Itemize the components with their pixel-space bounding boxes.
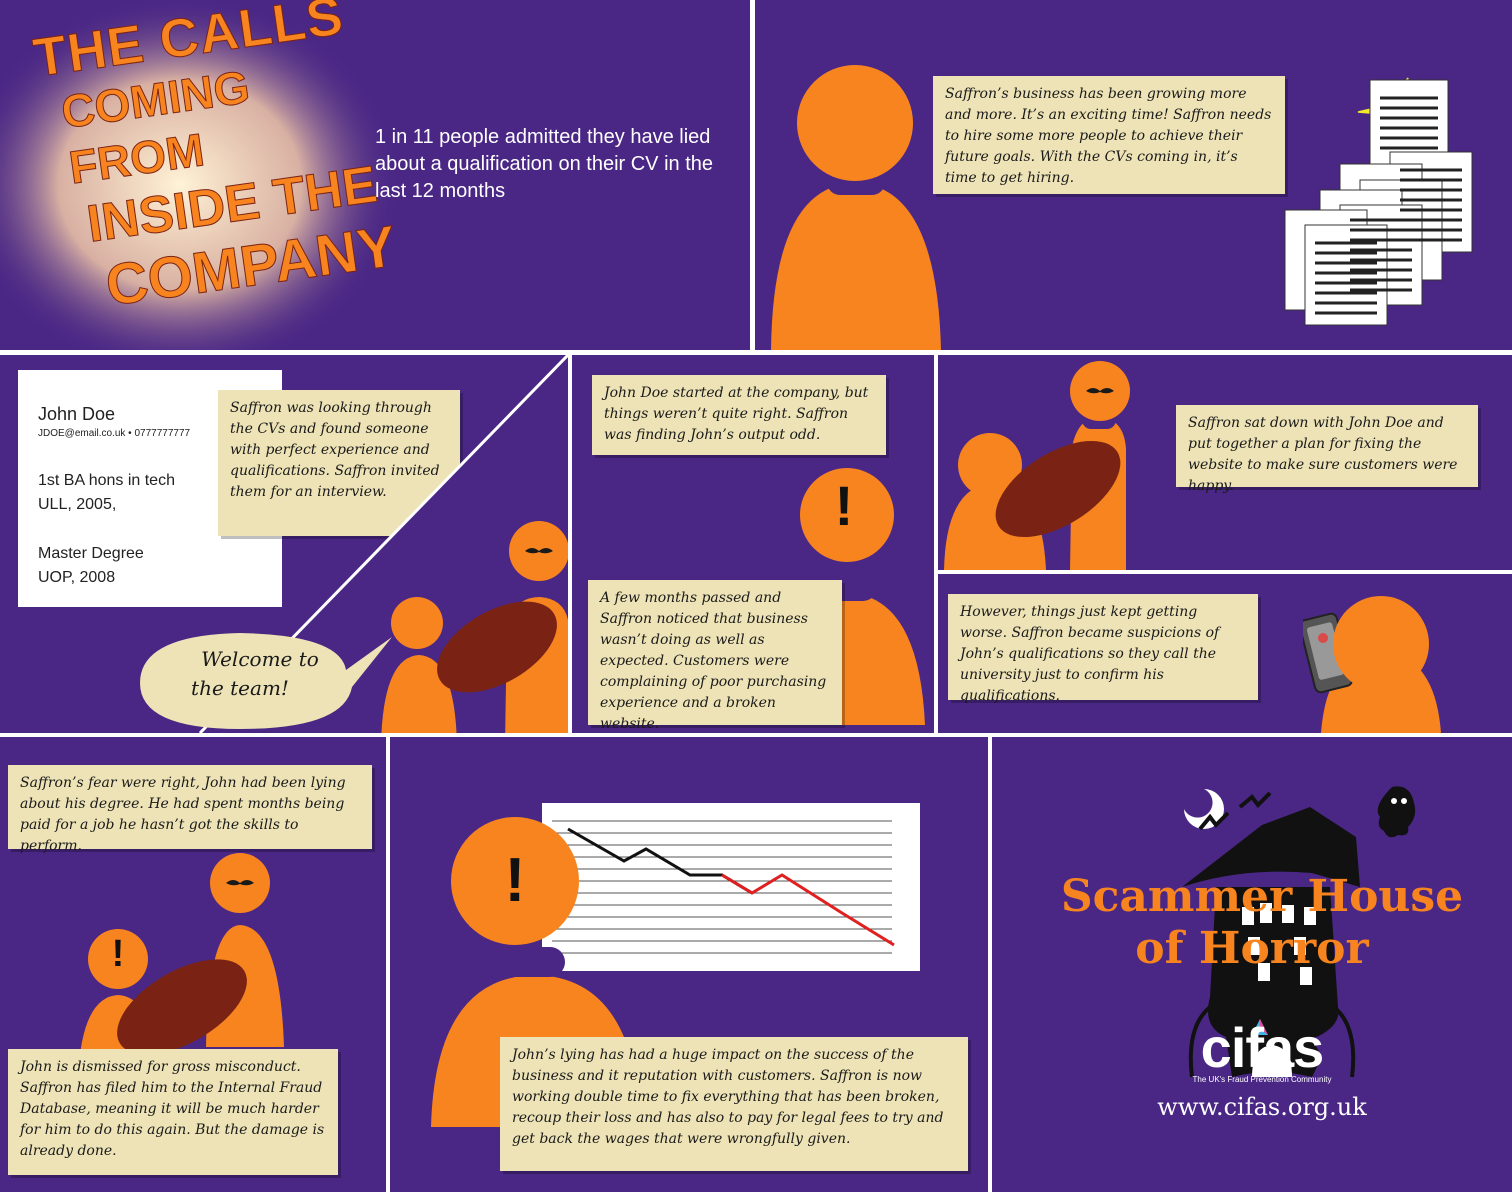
alert-mark: ! — [834, 474, 854, 537]
campaign-title-line-1: Scammer House — [1060, 871, 1464, 922]
cifas-logo: cifas — [1200, 1016, 1325, 1079]
interview-figures — [381, 521, 568, 733]
interview-caption: Saffron was looking through the CVs and … — [218, 390, 460, 536]
title-glow — [0, 0, 400, 350]
impact-alert-mark: ! — [504, 846, 526, 915]
call-caption: However, things just kept getting worse.… — [948, 594, 1258, 704]
cv-pile-icon — [1284, 77, 1473, 326]
cv-degree-2-school: UOP, 2008 — [38, 569, 116, 586]
speech-line-2: the team! — [191, 676, 289, 700]
start-panel: John Doe started at the company, but thi… — [572, 355, 934, 733]
cv-degree-1-school: ULL, 2005, — [38, 496, 117, 513]
speech-bubble — [140, 633, 392, 729]
cifas-logo-mark — [1250, 1017, 1270, 1037]
branding-panel: Scammer House of Horror cifas The UK's F… — [992, 737, 1512, 1192]
impact-caption: John’s lying has had a huge impact on th… — [500, 1037, 968, 1171]
cv-name: John Doe — [38, 404, 116, 424]
stat-text: 1 in 11 people admitted they have lied a… — [375, 126, 713, 202]
hiring-panel: Saffron’s business has been growing more… — [755, 0, 1512, 350]
fear-caption-top: Saffron’s fear were right, John had been… — [8, 765, 372, 854]
campaign-title-line-2: of Horror — [1135, 923, 1369, 974]
speech-line-1: Welcome to — [201, 647, 319, 671]
start-caption-top: John Doe started at the company, but thi… — [592, 375, 886, 455]
interview-panel: John Doe JDOE@email.co.uk • 0777777777 1… — [0, 355, 568, 733]
saffron-figure — [771, 65, 941, 350]
title-block: THE CALLS COMING FROM INSIDE THE COMPANY — [29, 0, 400, 325]
plan-figures — [944, 361, 1130, 570]
decline-chart — [542, 803, 920, 971]
impact-panel: ! John’s lying has had a huge impact on … — [390, 737, 988, 1192]
hiring-caption: Saffron’s business has been growing more… — [933, 76, 1285, 194]
cv-contact: JDOE@email.co.uk • 0777777777 — [38, 428, 191, 439]
cv-degree-1: 1st BA hons in tech — [38, 472, 175, 489]
dismissal-alert-mark: ! — [111, 933, 125, 975]
fear-panel: Saffron’s fear were right, John had been… — [0, 737, 386, 1192]
cv-degree-2: Master Degree — [38, 545, 144, 562]
fear-caption-bottom: John is dismissed for gross misconduct. … — [8, 1049, 338, 1175]
haunted-house-icon — [1182, 786, 1416, 1078]
plan-caption: Saffron sat down with John Doe and put t… — [1176, 405, 1478, 494]
dismissal-figures — [78, 853, 284, 1077]
title-panel: THE CALLS COMING FROM INSIDE THE COMPANY… — [0, 0, 750, 350]
cifas-tagline: The UK's Fraud Prevention Community — [1192, 1075, 1332, 1084]
start-caption-bottom: A few months passed and Saffron noticed … — [588, 580, 842, 732]
phone-call-figure — [1303, 596, 1441, 733]
cifas-url-link[interactable]: www.cifas.org.uk — [1157, 1093, 1367, 1121]
call-panel: However, things just kept getting worse.… — [938, 574, 1512, 733]
plan-panel: Saffron sat down with John Doe and put t… — [938, 355, 1512, 570]
